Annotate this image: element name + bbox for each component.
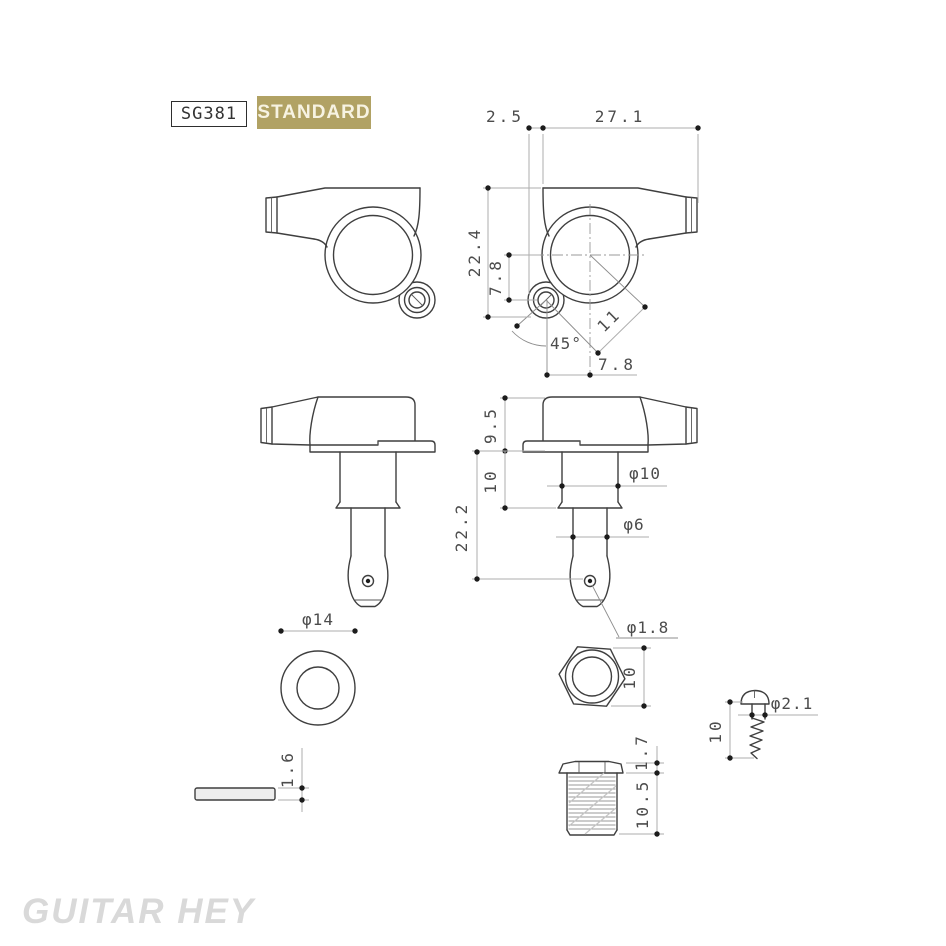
dim-string-post-dia: φ6 [623, 515, 644, 534]
washer-top-view: φ14 [278, 610, 358, 726]
string-hole-diameter-dimension: φ1.8 [591, 584, 678, 639]
side-view-right-part [522, 396, 698, 608]
side-view-right-tuner: 9.5 10 22.2 φ10 [452, 395, 698, 639]
washer-thickness-dimension: 1.6 [278, 748, 309, 812]
dim-washer-thickness: 1.6 [278, 750, 297, 788]
dim-rear-screw-offset: 7.8 [598, 355, 636, 374]
dim-bushing-thread-length: 10.5 [633, 779, 652, 830]
side-view-left-tuner [260, 396, 436, 608]
rear-screw-drop-dimension: 7.8 [486, 252, 540, 303]
hex-nut-top-view: 10 [558, 645, 651, 709]
post-diameter-dimension: φ10 [547, 464, 667, 489]
dim-rear-angle: 45° [550, 334, 582, 353]
bushing-dimensions: 1.7 10.5 [619, 733, 664, 837]
watermark-text: GUITAR HEY [22, 892, 256, 931]
model-number-label: SG381 [180, 104, 238, 124]
dim-side-housing-height: 9.5 [481, 406, 500, 444]
standard-badge-label: STANDARD [257, 101, 371, 123]
side-housing-height-dimension: 9.5 [481, 395, 545, 454]
dim-rear-height: 22.4 [465, 227, 484, 278]
screw-thread-zigzag [749, 717, 765, 760]
dim-bushing-head-height: 1.7 [632, 733, 651, 771]
dim-screw-dia: φ2.1 [771, 694, 814, 713]
rear-height-dimension: 22.4 [465, 185, 541, 320]
screw-length-dimension: 10 [706, 699, 754, 761]
side-bushing-length-dimension: 10 [472, 450, 556, 511]
rear-top-width-dimension: 2.5 27.1 [486, 107, 701, 294]
side-view-left-part [260, 396, 436, 608]
dim-string-hole-dia: φ1.8 [627, 618, 670, 637]
standard-badge: STANDARD [257, 96, 371, 129]
nut-width-dimension: 10 [611, 645, 651, 709]
rear-view-left-part [265, 187, 436, 319]
rear-view-right-part [527, 187, 698, 319]
rear-view-left-tuner [265, 187, 436, 319]
dim-post-dia: φ10 [629, 464, 661, 483]
mounting-screw-side-view: φ2.1 10 [706, 689, 818, 761]
dim-rear-top-width: 27.1 [595, 107, 646, 126]
threaded-bushing-side-view: 1.7 10.5 [558, 733, 664, 837]
dim-side-bushing-length: 10 [481, 468, 500, 493]
model-number-box: SG381 [171, 101, 247, 127]
rear-angle-dimension: 45° [550, 334, 582, 353]
rear-view-construction-lines [511, 254, 646, 375]
screw-diameter-dimension: φ2.1 [738, 694, 818, 718]
dim-nut-across-flats: 10 [620, 664, 639, 689]
washer-side-view: 1.6 [194, 748, 309, 812]
bushing-thread-lines [566, 772, 618, 836]
dim-side-total-height: 22.2 [452, 502, 471, 553]
string-post-diameter-dimension: φ6 [556, 515, 649, 540]
dim-washer-dia: φ14 [302, 610, 334, 629]
side-total-height-dimension: 22.2 [452, 449, 583, 582]
dim-rear-top-offset: 2.5 [486, 107, 524, 126]
dim-rear-screw-drop: 7.8 [486, 258, 505, 296]
rear-view-right-tuner: 2.5 27.1 22.4 7.8 45° [465, 107, 701, 378]
washer-diameter-dimension: φ14 [278, 610, 358, 634]
rear-screw-offset-dimension: 7.8 [544, 355, 637, 378]
dim-screw-length: 10 [706, 718, 725, 743]
